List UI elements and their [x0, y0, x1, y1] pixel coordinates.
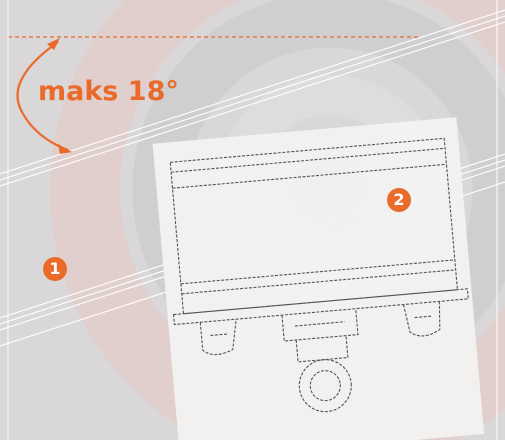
callout-badge-trolley: 2: [387, 188, 411, 212]
angle-arrow: [16, 41, 69, 152]
callout-badge-rail: 1: [43, 257, 67, 281]
arrowhead-top-icon: [47, 38, 60, 50]
max-angle-label: maks 18°: [38, 76, 179, 107]
arrowhead-bottom-icon: [58, 144, 72, 154]
trolley-drawing: [152, 117, 485, 440]
